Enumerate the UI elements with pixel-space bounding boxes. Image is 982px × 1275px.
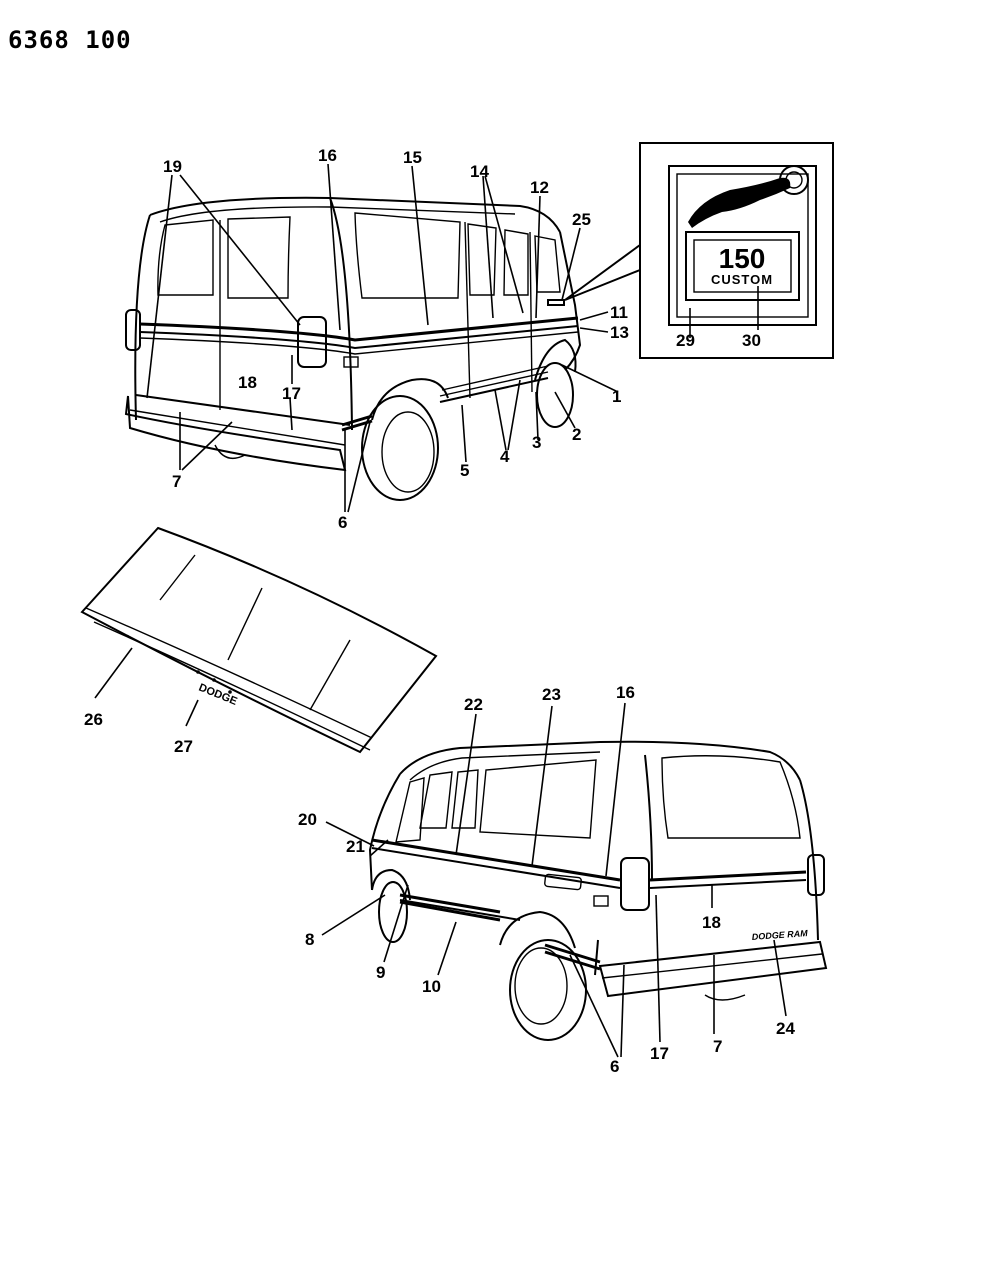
b-front-wheel [378,881,408,943]
rear-wheel [361,395,439,501]
callout-16-bottom: 16 [616,683,635,702]
b-rear-bumper [598,940,828,998]
tail-lamp [297,316,327,368]
callout-19: 19 [163,157,182,176]
callout-23: 23 [542,685,561,704]
callout-12: 12 [530,178,549,197]
callout-7-top: 7 [172,472,181,491]
ram-emblem-icon [688,177,791,228]
b-window-2 [419,771,453,829]
callout-6-top: 6 [338,513,347,532]
inset-badge-150: 150 [719,243,766,274]
b-rear-wheel [509,939,587,1041]
callout-13: 13 [610,323,629,342]
callout-7-bottom: 7 [713,1037,722,1056]
side-window-2 [467,223,497,296]
rear-window-right [227,216,291,299]
callout-26: 26 [84,710,103,729]
rear-bumper [124,395,347,472]
callout-6-bottom: 6 [610,1057,619,1076]
callout-15: 15 [403,148,422,167]
callout-8: 8 [305,930,314,949]
callout-25: 25 [572,210,591,229]
inset-badge-detail: 150 CUSTOM [564,142,834,359]
page-code: 6368 100 [8,26,132,54]
callout-1: 1 [612,387,621,406]
b-tail-lamp [620,857,650,911]
van-top [124,196,582,501]
callout-18-top: 18 [238,373,257,392]
rear-badge: DODGE RAM [751,928,808,942]
callout-20: 20 [298,810,317,829]
b-window-1 [395,777,425,843]
inset-badge-custom: CUSTOM [711,272,773,287]
callout-21: 21 [346,837,365,856]
callout-24: 24 [776,1019,795,1038]
callout-30: 30 [742,331,761,350]
side-window-3 [503,229,529,296]
callout-9: 9 [376,963,385,982]
callout-labels: 19 16 15 14 12 25 11 13 1 2 3 4 5 6 7 17… [84,146,795,1076]
top-leaders [146,163,619,513]
callout-2: 2 [572,425,581,444]
side-window-1 [354,212,461,299]
callout-27: 27 [174,737,193,756]
rear-window-left [157,219,214,296]
callout-10: 10 [422,977,441,996]
callout-29: 29 [676,331,695,350]
callout-17-bottom: 17 [650,1044,669,1063]
b-window-4 [479,759,597,839]
callout-18-bottom: 18 [702,913,721,932]
bottom-leaders [321,702,787,1058]
callout-11: 11 [610,303,628,322]
callout-14: 14 [470,162,489,181]
side-window-4 [534,235,561,293]
front-wheel [536,362,574,428]
b-rear-window [661,755,801,839]
callout-22: 22 [464,695,483,714]
callout-16-top: 16 [318,146,337,165]
callout-4: 4 [500,447,510,466]
tailgate-panel: DODGE [80,526,438,754]
callout-3: 3 [532,433,541,452]
callout-5: 5 [460,461,469,480]
b-window-3 [451,769,479,829]
callout-17-top: 17 [282,384,301,403]
